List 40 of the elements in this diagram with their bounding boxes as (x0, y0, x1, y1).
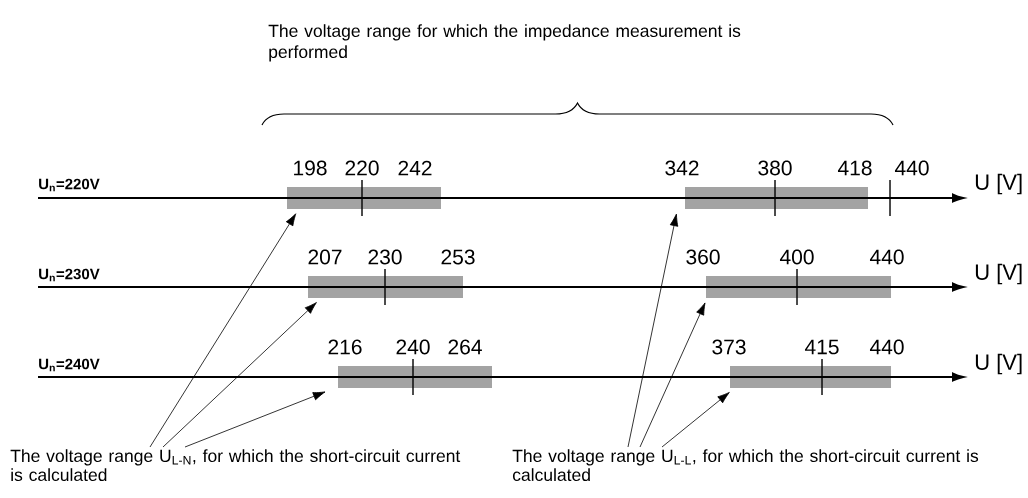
row-label: U$_{n}$=240V (39, 358, 100, 372)
arrow (162, 302, 317, 448)
row-label: U$_{n}$=220V (39, 178, 100, 192)
row-label: U$_{n}$=230V (39, 268, 100, 282)
range-bar (685, 187, 868, 209)
tick-label: 242 (398, 160, 432, 176)
caption-text: The voltage range U$_{L-N}$, for which the short-circuit current is calculated (10, 449, 461, 482)
tick-label: 440 (895, 160, 929, 176)
tick-label: 240 (396, 339, 430, 355)
arrow (639, 302, 706, 448)
tick-label: 380 (758, 160, 792, 176)
arrow (184, 391, 326, 448)
tick-label: 342 (665, 160, 699, 176)
tick-label: 400 (780, 249, 814, 265)
caption-text: The voltage range U$_{L-L}$, for which the short-circuit current is calculated (512, 449, 979, 482)
tick-label: 440 (870, 249, 904, 265)
axis-label: U [V] (975, 353, 1022, 375)
arrow (149, 213, 297, 448)
tick-label: 207 (308, 249, 342, 265)
range-bar (338, 366, 492, 388)
tick-label: 230 (368, 249, 402, 265)
arrow (627, 213, 679, 448)
heading: The voltage range for which the impedance measurement is performed (268, 24, 741, 62)
range-bar (308, 276, 463, 298)
arrow (661, 392, 730, 448)
tick-label: 253 (441, 249, 475, 265)
tick-label: 440 (870, 339, 904, 355)
range-bar (730, 366, 891, 388)
tick-label: 264 (448, 339, 482, 355)
axis-label: U [V] (975, 173, 1022, 195)
tick-label: 415 (805, 339, 839, 355)
tick-label: 373 (712, 339, 746, 355)
tick-label: 360 (686, 249, 720, 265)
range-bar (706, 276, 891, 298)
range-bar (287, 187, 441, 209)
tick-label: 198 (294, 160, 327, 176)
tick-label: 220 (345, 160, 379, 176)
tick-label: 418 (838, 160, 872, 176)
axis-label: U [V] (975, 263, 1022, 285)
tick-label: 216 (328, 339, 362, 355)
